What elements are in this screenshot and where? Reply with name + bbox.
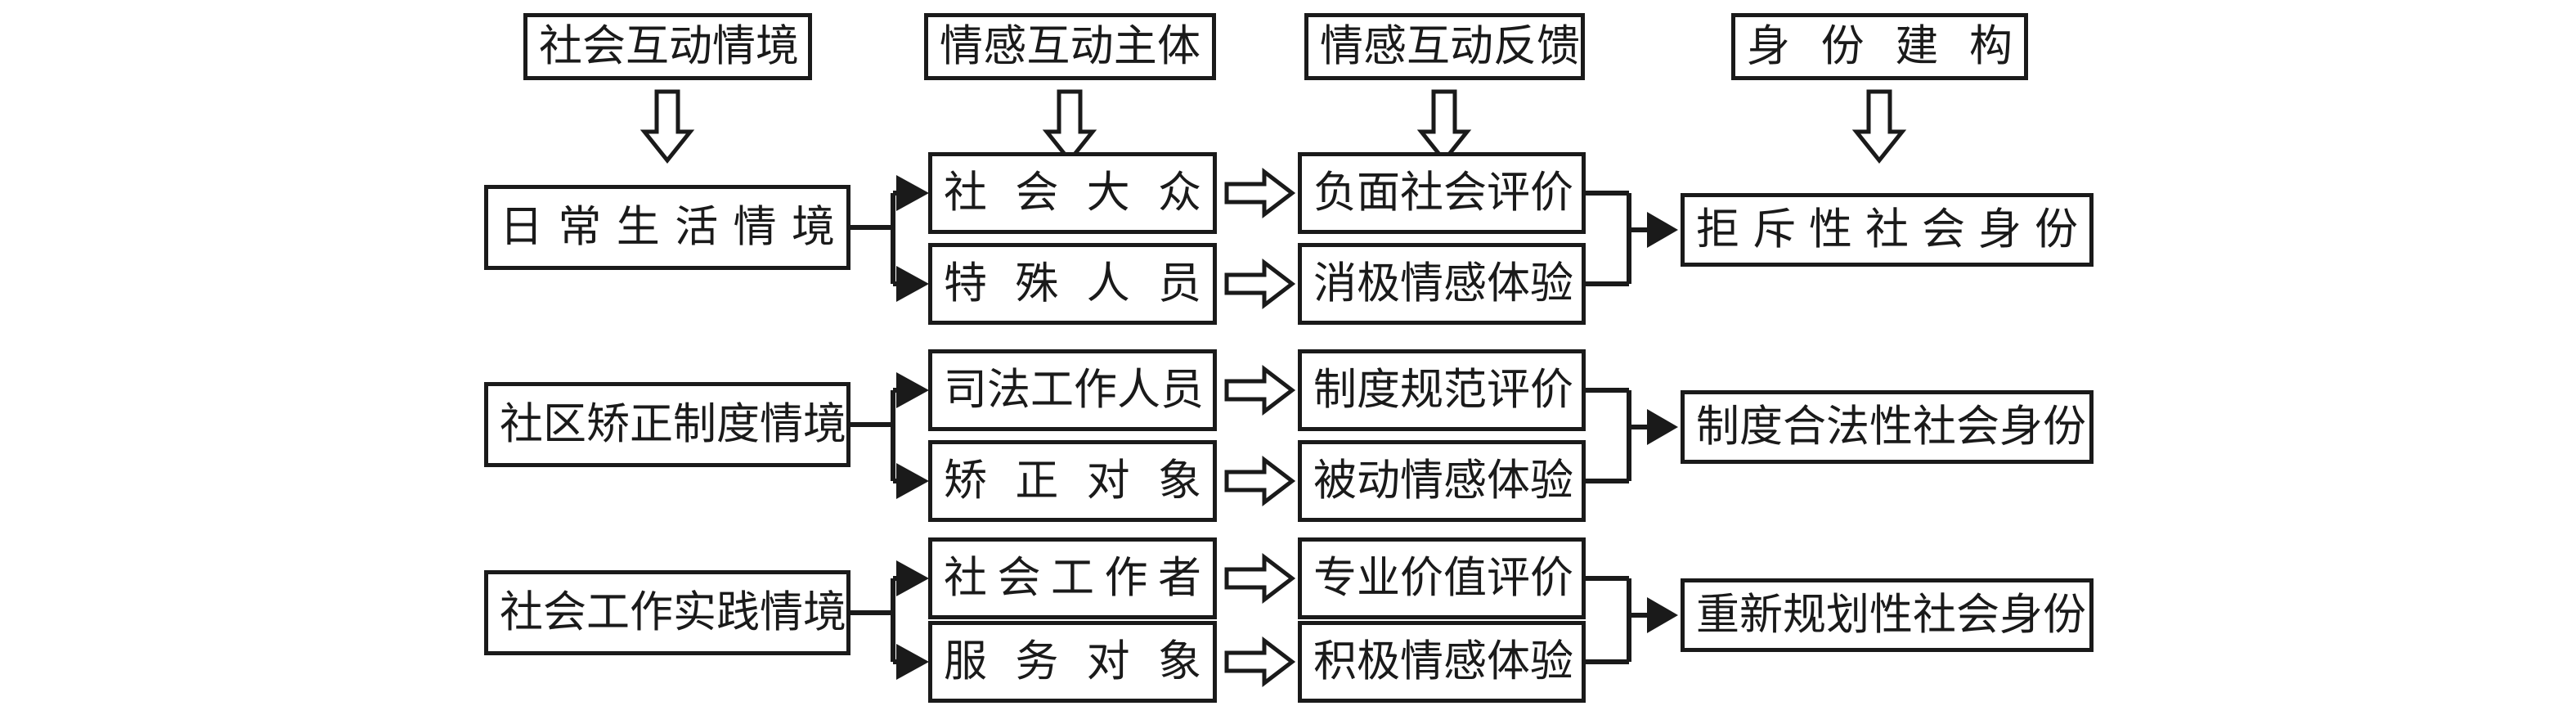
feedback-box-negative-social-evaluation: 负面社会评价	[1298, 152, 1586, 234]
solid-right-arrowhead-icon	[1647, 212, 1678, 248]
hollow-right-arrow-icon	[1224, 258, 1296, 310]
identity-box-institutional-legitimacy-identity: 制度合法性社会身份	[1681, 390, 2094, 464]
box-label: 拒斥性社会身份	[1696, 205, 2078, 254]
solid-right-arrowhead-icon	[896, 644, 929, 680]
branch-connector	[849, 576, 900, 664]
box-label: 社区矫正制度情境	[500, 400, 846, 448]
subject-box-general-public: 社会大众	[928, 152, 1217, 234]
header-emotional-interaction-feedback: 情感互动反馈	[1304, 13, 1585, 80]
header-label: 身份建构	[1747, 22, 2013, 70]
hollow-right-arrow-icon	[1224, 167, 1296, 219]
merge-connector	[1586, 388, 1649, 483]
hollow-right-arrow-icon	[1224, 636, 1296, 688]
subject-box-judicial-staff: 司法工作人员	[928, 349, 1217, 431]
box-label: 消极情感体验	[1313, 259, 1573, 308]
solid-right-arrowhead-icon	[1647, 409, 1678, 445]
header-label: 情感互动主体	[940, 22, 1200, 70]
feedback-box-professional-value-evaluation: 专业价值评价	[1298, 537, 1586, 619]
feedback-box-positive-emotional-experience: 积极情感体验	[1298, 621, 1586, 703]
identity-box-rejected-social-identity: 拒斥性社会身份	[1681, 193, 2094, 267]
solid-right-arrowhead-icon	[896, 372, 929, 408]
solid-right-arrowhead-icon	[896, 463, 929, 499]
feedback-box-institutional-norm-evaluation: 制度规范评价	[1298, 349, 1586, 431]
hollow-right-arrow-icon	[1224, 552, 1296, 605]
identity-box-replanned-social-identity: 重新规划性社会身份	[1681, 578, 2094, 652]
subject-box-special-personnel: 特殊人员	[928, 243, 1217, 325]
hollow-right-arrow-icon	[1224, 455, 1296, 507]
box-label: 社会工作实践情境	[500, 588, 846, 636]
header-emotional-interaction-subject: 情感互动主体	[924, 13, 1216, 80]
situation-box-community-correction-system: 社区矫正制度情境	[484, 382, 850, 467]
solid-right-arrowhead-icon	[896, 560, 929, 596]
header-label: 社会互动情境	[539, 22, 799, 70]
merge-connector	[1586, 576, 1649, 664]
box-label: 被动情感体验	[1313, 456, 1573, 505]
branch-connector	[849, 388, 900, 483]
header-label: 情感互动反馈	[1320, 22, 1580, 70]
down-arrow-icon	[640, 89, 695, 164]
box-label: 专业价值评价	[1313, 554, 1573, 602]
box-label: 司法工作人员	[944, 366, 1204, 414]
situation-box-social-work-practice: 社会工作实践情境	[484, 570, 850, 655]
header-social-interaction-context: 社会互动情境	[523, 13, 812, 80]
solid-right-arrowhead-icon	[896, 175, 929, 211]
down-arrow-icon	[1042, 89, 1097, 164]
box-label: 日常生活情境	[500, 203, 835, 251]
header-identity-construction: 身份建构	[1731, 13, 2028, 80]
box-label: 制度规范评价	[1313, 366, 1573, 414]
subject-box-service-target: 服务对象	[928, 621, 1217, 703]
subject-box-social-worker: 社会工作者	[928, 537, 1217, 619]
box-label: 社会大众	[944, 169, 1201, 217]
merge-connector	[1586, 191, 1649, 286]
solid-right-arrowhead-icon	[1647, 597, 1678, 633]
down-arrow-icon	[1851, 89, 1907, 164]
box-label: 矫正对象	[944, 456, 1201, 505]
box-label: 负面社会评价	[1313, 169, 1573, 217]
down-arrow-icon	[1416, 89, 1472, 164]
feedback-box-passive-emotional-experience: 被动情感体验	[1298, 440, 1586, 522]
branch-connector	[849, 191, 900, 286]
solid-right-arrowhead-icon	[896, 266, 929, 302]
feedback-box-negative-emotional-experience: 消极情感体验	[1298, 243, 1586, 325]
subject-box-correction-target: 矫正对象	[928, 440, 1217, 522]
box-label: 特殊人员	[944, 259, 1201, 308]
situation-box-daily-life: 日常生活情境	[484, 185, 850, 270]
box-label: 社会工作者	[944, 554, 1201, 602]
box-label: 重新规划性社会身份	[1696, 591, 2086, 639]
box-label: 积极情感体验	[1313, 637, 1573, 686]
box-label: 制度合法性社会身份	[1696, 402, 2086, 451]
hollow-right-arrow-icon	[1224, 364, 1296, 416]
box-label: 服务对象	[944, 637, 1201, 686]
